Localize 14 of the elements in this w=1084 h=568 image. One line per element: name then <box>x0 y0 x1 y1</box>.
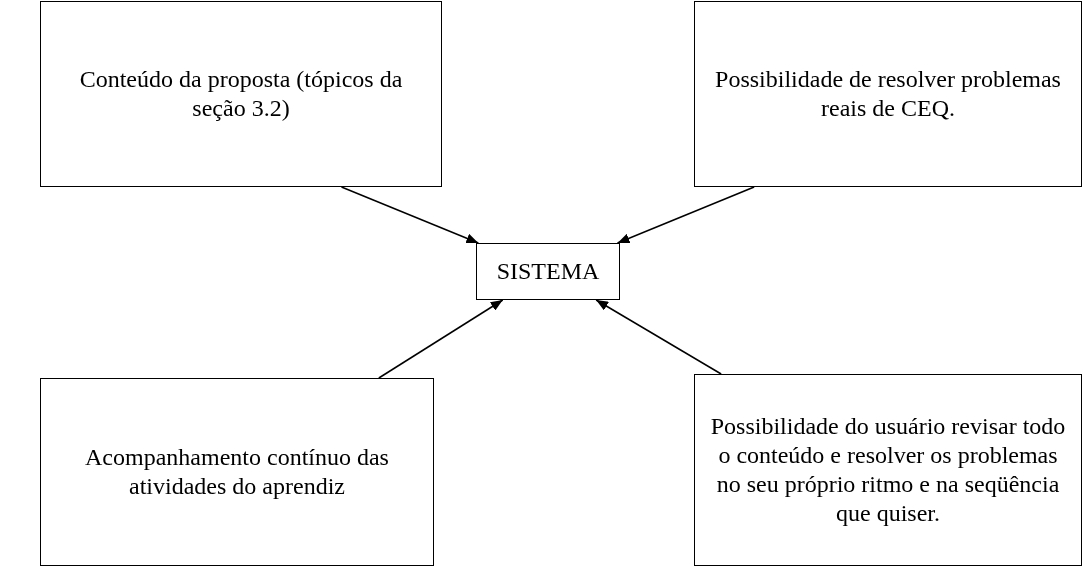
text-box <box>40 1 442 187</box>
arrow <box>378 299 504 379</box>
box-text: SISTEMA <box>496 257 600 286</box>
text-box <box>694 374 1082 566</box>
arrow <box>340 186 480 244</box>
box-text: Acompanhamento contínuo das atividades do aprendiz <box>84 443 390 501</box>
box-text: Conteúdo da proposta (tópicos da seção 3.2) <box>78 65 404 123</box>
box-text: Possibilidade de resolver problemas reais de CEQ. <box>714 65 1062 123</box>
text-box <box>476 243 620 300</box>
arrow <box>616 186 755 244</box>
text-box <box>694 1 1082 187</box>
box-text: Possibilidade do usuário revisar todo o conteúdo e resolver os problemas no seu próprio ritmo e na seqüência que quiser. <box>709 412 1067 528</box>
text-box <box>40 378 434 566</box>
arrow <box>595 299 722 375</box>
